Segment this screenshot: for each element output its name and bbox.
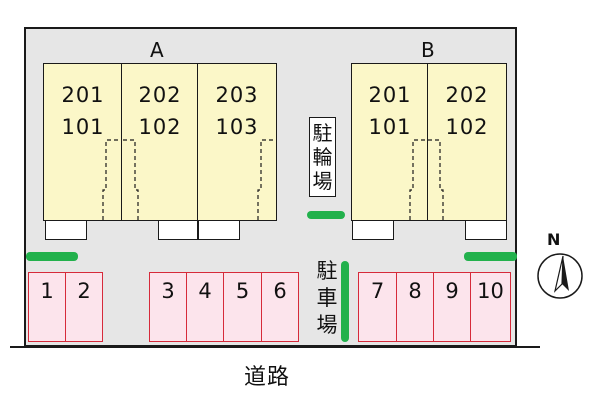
- room-number-lower: 102: [445, 115, 489, 139]
- parking-space-9: 9: [433, 272, 471, 342]
- compass-needle-light: [553, 255, 564, 293]
- car-parking-label: 駐車場: [316, 259, 338, 337]
- road-edge-line: [10, 346, 540, 348]
- room-number-upper: 203: [215, 83, 259, 107]
- entrance-porch: [45, 220, 87, 240]
- building-a-unit-3: 203 103: [197, 63, 277, 221]
- compass-needle-dark: [562, 256, 569, 291]
- room-number-upper: 202: [138, 83, 182, 107]
- compass-north-label: N: [547, 230, 561, 249]
- stair-outline-b2: [428, 139, 444, 220]
- parking-space-10: 10: [470, 272, 511, 342]
- building-a-unit-1: 201 101: [43, 63, 123, 221]
- room-number-upper: 201: [368, 83, 412, 107]
- compass-icon: [537, 253, 583, 299]
- parking-space-2: 2: [65, 272, 103, 342]
- parking-space-3: 3: [149, 272, 187, 342]
- room-number-upper: 201: [61, 83, 105, 107]
- building-b-label: B: [421, 38, 435, 62]
- parking-space-1: 1: [28, 272, 66, 342]
- building-b-unit-1: 201 101: [351, 63, 429, 221]
- room-number-upper: 202: [445, 83, 489, 107]
- stair-outline-a3: [257, 139, 276, 220]
- bicycle-parking-label: 駐輪場: [309, 117, 336, 197]
- room-number-lower: 101: [368, 115, 412, 139]
- stair-outline-a2: [121, 139, 139, 220]
- parking-space-4: 4: [186, 272, 224, 342]
- room-number-lower: 101: [61, 115, 105, 139]
- entrance-porch: [352, 220, 394, 240]
- entry-marker-right: [464, 252, 517, 261]
- parking-divider-marker: [341, 261, 349, 342]
- entry-marker-left: [26, 252, 78, 261]
- entrance-porch: [465, 220, 507, 240]
- entrance-porch: [198, 220, 240, 240]
- road-label: 道路: [244, 365, 291, 390]
- room-number-lower: 102: [138, 115, 182, 139]
- parking-space-8: 8: [396, 272, 434, 342]
- parking-space-5: 5: [223, 272, 262, 342]
- stair-outline-b1: [409, 139, 426, 220]
- parking-space-6: 6: [261, 272, 299, 342]
- bicycle-parking-marker: [307, 211, 345, 219]
- room-number-lower: 103: [215, 115, 259, 139]
- entrance-porch: [158, 220, 198, 240]
- building-a-label: A: [150, 38, 164, 62]
- stair-outline-a1: [102, 139, 120, 220]
- parking-space-7: 7: [358, 272, 397, 342]
